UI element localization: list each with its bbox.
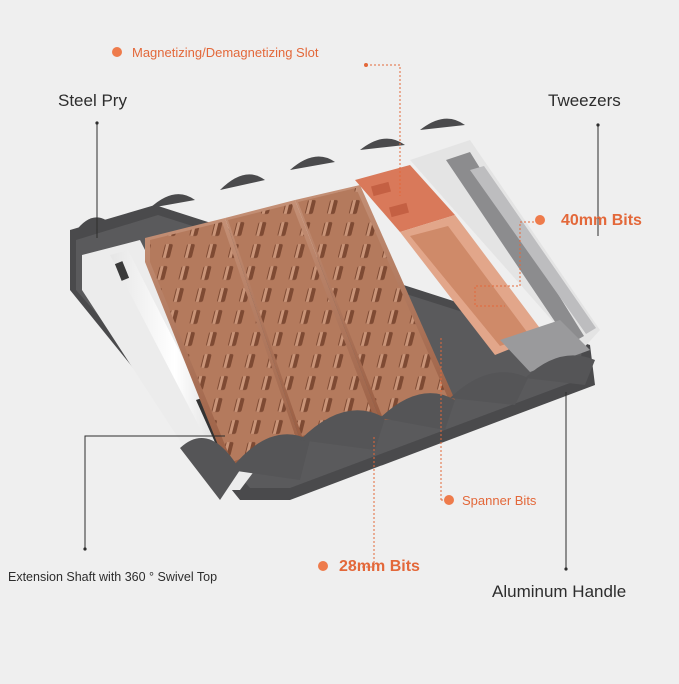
tweezers-label: Tweezers bbox=[548, 91, 621, 110]
extension-shaft-label: Extension Shaft with 360 ° Swivel Top bbox=[8, 570, 218, 584]
spanner-bits bbox=[500, 320, 590, 372]
bits-40mm-dot-icon bbox=[535, 215, 545, 225]
magnetizer-tray bbox=[355, 165, 545, 355]
spanner-bits-dot-icon bbox=[444, 495, 454, 505]
bit-trays bbox=[145, 185, 455, 470]
tray-front-lips bbox=[180, 355, 595, 500]
bits-28mm-label: 28mm Bits bbox=[339, 558, 420, 575]
magnet-slot-dot-icon bbox=[112, 47, 122, 57]
spanner-bits-label: Spanner Bits bbox=[462, 493, 537, 508]
callout-lines bbox=[83, 63, 600, 571]
bits-40mm-label: 40mm Bits bbox=[561, 212, 642, 229]
handle-compartment bbox=[410, 140, 600, 352]
tray-back-lips bbox=[75, 118, 465, 232]
magnet-slot-label: Magnetizing/Demagnetizing Slot bbox=[132, 45, 319, 60]
steel-pry-label: Steel Pry bbox=[58, 91, 127, 110]
bits-28mm-dot-icon bbox=[318, 561, 328, 571]
aluminum-handle-label: Aluminum Handle bbox=[492, 582, 627, 601]
